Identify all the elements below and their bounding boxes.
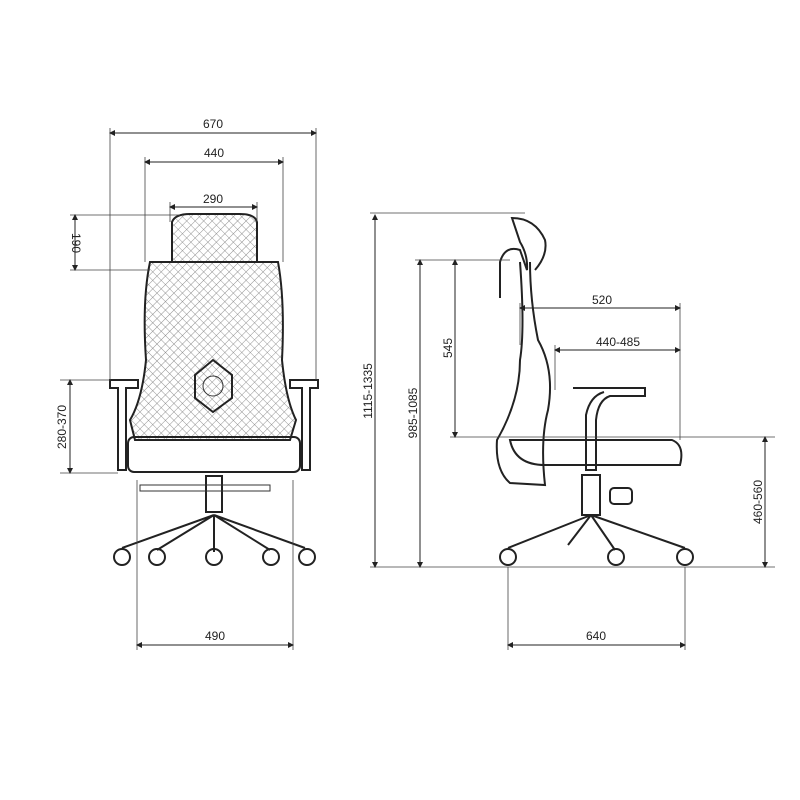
left-armrest [109,379,139,471]
dim-back-width: 440 [204,146,224,160]
front-view-chair [109,213,319,566]
seat [127,436,301,473]
front-dimensions: 670 440 290 190 280-370 490 [55,117,317,650]
side-backrest [495,261,551,487]
side-seat [508,439,683,466]
dim-backrest-height: 545 [441,338,455,358]
dim-headrest-adjust: 190 [69,233,83,253]
dim-seat-depth-max: 520 [592,293,612,307]
headrest [171,213,258,263]
dim-seat-depth-range: 440-485 [596,335,640,349]
right-armrest [289,379,319,471]
base [121,514,306,552]
dim-base-width: 490 [205,629,225,643]
side-dimensions: 1115-1335 985-1085 545 520 440-485 460-5… [361,212,775,650]
dim-headrest-width: 290 [203,192,223,206]
dim-seat-height: 460-560 [751,480,765,524]
dim-back-top-height: 985-1085 [406,387,420,438]
dim-overall-width: 670 [203,117,223,131]
dim-base-depth: 640 [586,629,606,643]
backrest [128,261,298,441]
side-view-chair [495,216,694,566]
side-headrest [499,216,547,298]
dim-armrest-height: 280-370 [55,405,69,449]
lumbar-support [194,358,233,414]
side-armrest [573,387,646,471]
dim-overall-height: 1115-1335 [361,363,375,419]
side-base [507,514,686,551]
